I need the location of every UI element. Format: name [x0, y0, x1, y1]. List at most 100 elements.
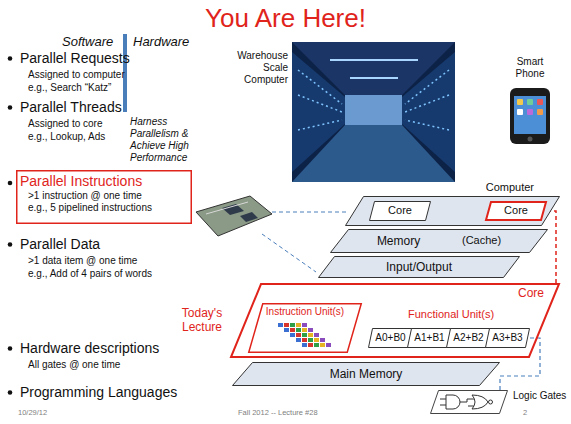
instruction-unit-box-shape	[249, 304, 362, 353]
box-text: Core	[504, 204, 528, 217]
footer-course: Fall 2012 -- Lecture #28	[238, 408, 318, 417]
bullet-item: Parallel Data	[20, 236, 100, 253]
app-icon	[537, 99, 543, 105]
box-text: A2+B2	[453, 332, 483, 344]
home-button	[528, 137, 533, 142]
zoom-line	[272, 212, 347, 213]
rack-lights	[298, 95, 342, 112]
box-text: A3+B3	[492, 332, 522, 344]
memory-layer-shape	[331, 230, 548, 253]
pipeline-stage	[320, 343, 325, 347]
unit-heading: Functional Unit(s)	[408, 308, 494, 321]
ceiling-light	[350, 77, 398, 79]
server-rack-row	[292, 52, 345, 172]
functional-unit-box: A0+B0	[368, 328, 413, 348]
pipeline-stage	[296, 328, 301, 332]
bullet	[8, 56, 13, 61]
ceiling-light	[330, 59, 418, 61]
pipeline-stage	[284, 323, 289, 327]
rack-lights	[405, 70, 449, 104]
board-trace	[206, 202, 248, 214]
pipeline-stage	[302, 333, 307, 337]
pipeline-stage	[290, 323, 295, 327]
bullet-detail: Assigned to core	[28, 118, 103, 130]
box-text: Main Memory	[330, 367, 403, 381]
rack-lights	[405, 95, 449, 112]
core-box-highlighted: Core	[485, 201, 547, 221]
pipeline-stage	[308, 343, 313, 347]
box-text: e.g., 5 pipelined instructions	[28, 202, 152, 214]
server-board-picture	[196, 196, 272, 236]
photo-ground	[292, 42, 455, 182]
column-heading: Software	[62, 34, 113, 50]
phone-body	[510, 88, 550, 144]
wire	[468, 406, 474, 407]
bullet-item: Programming Languages	[20, 384, 177, 401]
memory-layer-outline	[330, 229, 548, 253]
wire	[440, 405, 446, 406]
bullet-detail: >1 data item @ one time	[28, 255, 137, 267]
pipeline-stage	[302, 338, 307, 342]
pipeline-stage	[302, 323, 307, 327]
far-wall	[345, 95, 402, 125]
core-layer: CoreCoreComputer	[345, 196, 560, 226]
pipeline-stage	[302, 328, 307, 332]
footer-date: 10/29/12	[18, 408, 47, 417]
side-note: Harness Parallelism & Achieve High Perfo…	[130, 116, 210, 164]
box-text: A0+B0	[375, 332, 405, 344]
core-box-shape	[370, 202, 431, 221]
io-layer-shape	[319, 257, 520, 278]
pipeline-stage	[296, 338, 301, 342]
warehouse-photo	[292, 42, 455, 182]
bullet	[8, 390, 13, 395]
core-box: Core	[369, 201, 431, 221]
app-icon	[517, 99, 523, 105]
box-text: A1+B1	[414, 332, 444, 344]
bullet	[8, 242, 13, 247]
page-number: 2	[523, 408, 527, 417]
box-text: Input/Output	[386, 260, 452, 274]
pipeline-stage	[290, 333, 295, 337]
server-rack-row	[402, 52, 455, 172]
box-text: Memory	[377, 234, 420, 248]
pipeline-stage	[308, 338, 313, 342]
picture-caption: Warehouse Scale Computer	[228, 50, 288, 86]
logic-gates-box-shape	[431, 391, 508, 414]
functional-unit-box-shape	[369, 329, 413, 348]
logic-gates-box: Logic Gates	[430, 390, 508, 414]
box-text: (Cache)	[462, 234, 501, 247]
pipeline-stage	[284, 328, 289, 332]
box-heading: Computer	[486, 181, 534, 194]
wire	[460, 399, 474, 402]
app-icon	[527, 109, 533, 115]
pipeline-stage	[314, 338, 319, 342]
functional-unit-box-shape	[486, 329, 530, 348]
pipeline-stage	[326, 343, 331, 347]
bullet	[8, 105, 13, 110]
bullet-item: Hardware descriptions	[20, 340, 159, 357]
rack-lights	[298, 120, 342, 130]
functional-unit-box: A3+B3	[485, 328, 530, 348]
and-gate-symbol	[446, 395, 460, 409]
inverter-bubble	[489, 400, 493, 404]
logic-gate-symbols	[440, 395, 493, 409]
bullet	[8, 181, 13, 186]
main-memory-layer-shape	[233, 363, 500, 386]
chip	[222, 204, 244, 215]
core-layer-shape	[346, 197, 560, 226]
functional-unit-box: A2+B2	[446, 328, 491, 348]
picture-caption: Smart Phone	[505, 56, 555, 80]
pipeline-stage	[290, 328, 295, 332]
bullet-detail: e.g., Search “Katz”	[28, 82, 111, 94]
chip	[240, 212, 258, 222]
box-text: Instruction Unit(s)	[266, 306, 344, 318]
instruction-unit-box: Instruction Unit(s)	[248, 303, 362, 353]
or-gate-symbol	[472, 395, 488, 409]
bullet-detail: Assigned to computer	[28, 69, 125, 81]
rack-lights	[298, 70, 342, 104]
rack-lights	[405, 120, 449, 130]
zoom-line	[262, 234, 316, 272]
pipeline-stage	[314, 333, 319, 337]
pipeline-stage	[308, 328, 313, 332]
app-icon	[537, 109, 543, 115]
